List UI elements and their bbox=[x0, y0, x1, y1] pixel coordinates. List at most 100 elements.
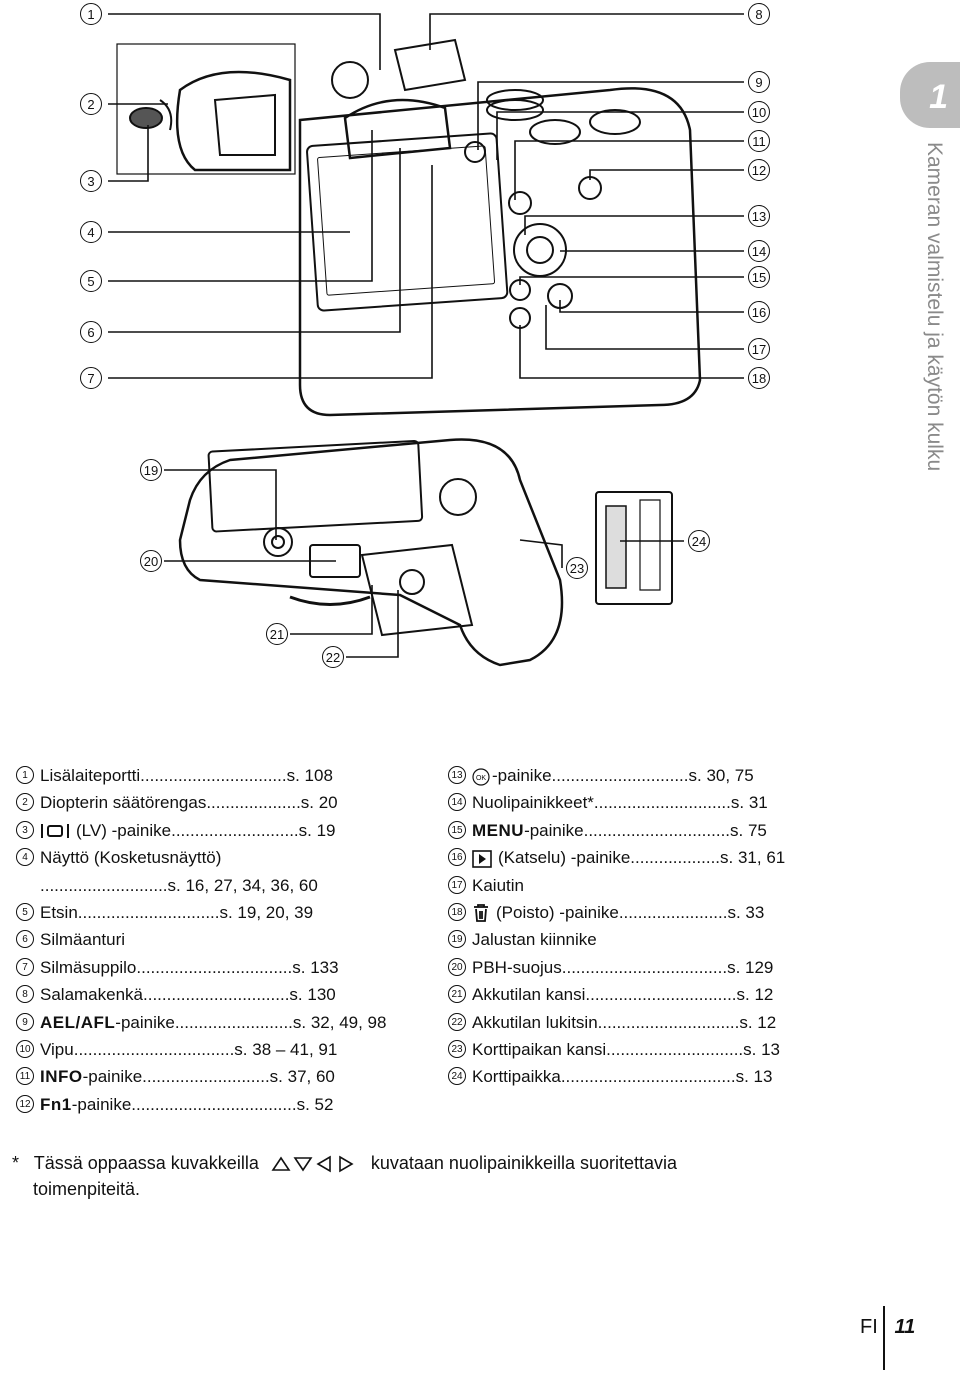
legend-item: 17 Kaiutin bbox=[448, 872, 868, 899]
item-text: Silmäanturi bbox=[40, 930, 126, 950]
item-text: -painike................................… bbox=[71, 1094, 334, 1114]
item-text: Kaiutin bbox=[472, 875, 524, 895]
footnote-text-after: kuvataan nuolipainikkeilla suoritettavia bbox=[370, 1153, 678, 1173]
callout-1: 1 bbox=[80, 3, 102, 25]
callout-23: 23 bbox=[566, 557, 588, 579]
item-number: 21 bbox=[448, 985, 466, 1004]
footnote-star: * bbox=[12, 1153, 20, 1173]
legend-item: 23 Korttipaikan kansi....................… bbox=[448, 1036, 868, 1063]
svg-text:OK: OK bbox=[476, 775, 486, 782]
legend-item: 7 Silmäsuppilo...........................… bbox=[16, 954, 426, 981]
item-number: 15 bbox=[448, 820, 466, 839]
item-text: Korttipaikan kansi......................… bbox=[472, 1039, 781, 1059]
legend-item: 2 Diopterin säätörengas..................… bbox=[16, 789, 426, 816]
item-bold-label: AEL/AFL bbox=[40, 1012, 116, 1032]
footer-divider bbox=[883, 1306, 885, 1370]
item-number: 3 bbox=[16, 820, 34, 839]
legend-item: 3 (LV) -painike..........................… bbox=[16, 817, 426, 844]
chapter-title: Kameran valmistelu ja käytön kulku bbox=[923, 142, 946, 472]
item-text: Lisälaiteportti.........................… bbox=[40, 766, 333, 785]
callout-22: 22 bbox=[322, 646, 344, 668]
item-number: 14 bbox=[448, 793, 466, 812]
callout-15: 15 bbox=[748, 266, 770, 288]
item-text: (Katselu) -painike...................s. … bbox=[498, 848, 786, 868]
item-number: 18 bbox=[448, 902, 466, 921]
item-text: Vipu..................................s.… bbox=[40, 1039, 338, 1059]
callout-9: 9 bbox=[748, 71, 770, 93]
callout-5: 5 bbox=[80, 270, 102, 292]
page-number: 11 bbox=[894, 1316, 916, 1338]
item-text: PBH-suojus..............................… bbox=[472, 957, 774, 977]
item-number: 16 bbox=[448, 848, 466, 867]
callout-18: 18 bbox=[748, 367, 770, 389]
item-number: 13 bbox=[448, 766, 466, 784]
callout-8: 8 bbox=[748, 3, 770, 25]
legend-item: 18 (Poisto) -painike.....................… bbox=[448, 899, 868, 926]
item-number: 12 bbox=[16, 1094, 34, 1113]
callout-2: 2 bbox=[80, 93, 102, 115]
item-text: Jalustan kiinnike bbox=[472, 930, 597, 950]
item-number: 1 bbox=[16, 766, 34, 784]
item-number: 11 bbox=[16, 1067, 34, 1086]
item-text: Silmäsuppilo............................… bbox=[40, 957, 339, 977]
legend-item: 19 Jalustan kiinnike bbox=[448, 926, 868, 953]
legend-item: 9 AEL/AFL-painike........................… bbox=[16, 1009, 426, 1036]
item-number: 7 bbox=[16, 957, 34, 976]
item-bold-label: Fn1 bbox=[40, 1094, 72, 1114]
play-icon bbox=[472, 849, 492, 868]
callout-6: 6 bbox=[80, 321, 102, 343]
item-number: 19 bbox=[448, 930, 466, 949]
legend-item: 16 (Katselu) -painike...................s… bbox=[448, 844, 868, 871]
item-text: (LV) -painike...........................… bbox=[76, 820, 336, 840]
camera-diagram: 1 2 3 4 5 6 7 8 9 10 11 12 13 14 15 16 1… bbox=[80, 3, 770, 668]
item-text: Korttipaikka............................… bbox=[472, 1067, 773, 1087]
item-number: 24 bbox=[448, 1067, 466, 1086]
item-text: -painike.........................s. 32, … bbox=[115, 1012, 387, 1032]
item-number: 17 bbox=[448, 875, 466, 894]
callout-7: 7 bbox=[80, 367, 102, 389]
item-number: 9 bbox=[16, 1012, 34, 1031]
item-text: -painike...........................s. 37… bbox=[82, 1067, 335, 1087]
callout-20: 20 bbox=[140, 550, 162, 572]
item-text: Nuolipainikkeet*........................… bbox=[472, 793, 768, 813]
callout-21: 21 bbox=[266, 623, 288, 645]
callout-19: 19 bbox=[140, 459, 162, 481]
callout-12: 12 bbox=[748, 159, 770, 181]
item-text: ...........................s. 16, 27, 34… bbox=[40, 875, 318, 895]
legend-item: 1 Lisälaiteportti........................… bbox=[16, 762, 426, 789]
item-text: -painike.............................s. … bbox=[492, 766, 754, 785]
callout-3: 3 bbox=[80, 170, 102, 192]
chapter-number: 1 bbox=[929, 78, 948, 116]
legend-left: 1 Lisälaiteportti........................… bbox=[16, 762, 426, 1118]
legend-item: 12 Fn1-painike...........................… bbox=[16, 1091, 426, 1118]
item-text: Etsin..............................s. 19… bbox=[40, 902, 314, 922]
item-bold-label: INFO bbox=[40, 1067, 83, 1087]
item-text: Salamakenkä.............................… bbox=[40, 985, 336, 1005]
legend-item: 6 Silmäanturi bbox=[16, 926, 426, 953]
chapter-tab bbox=[900, 62, 960, 128]
item-text: Diopterin säätörengas...................… bbox=[40, 793, 338, 813]
footnote-text-before: Tässä oppaassa kuvakkeilla bbox=[33, 1153, 259, 1173]
callout-11: 11 bbox=[748, 130, 770, 152]
trash-icon bbox=[474, 904, 488, 923]
item-number: 6 bbox=[16, 930, 34, 949]
callout-4: 4 bbox=[80, 221, 102, 243]
item-number: 5 bbox=[16, 902, 34, 921]
legend-item: 24 Korttipaikka..........................… bbox=[448, 1063, 868, 1090]
legend-item: 11 INFO-painike..........................… bbox=[16, 1063, 426, 1090]
callout-17: 17 bbox=[748, 338, 770, 360]
item-number: 2 bbox=[16, 793, 34, 812]
item-text: (Poisto) -painike.......................… bbox=[496, 902, 765, 922]
item-number: 8 bbox=[16, 985, 34, 1004]
item-number: 20 bbox=[448, 957, 466, 976]
item-number: 4 bbox=[16, 848, 34, 867]
item-number: 22 bbox=[448, 1012, 466, 1031]
item-number: 10 bbox=[16, 1039, 34, 1058]
item-number: 23 bbox=[448, 1039, 466, 1058]
item-text: Näyttö (Kosketusnäyttö) bbox=[40, 848, 222, 868]
callout-24: 24 bbox=[688, 530, 710, 552]
legend-item: 20 PBH-suojus............................… bbox=[448, 954, 868, 981]
item-text: Akkutilan kansi.........................… bbox=[472, 985, 774, 1005]
